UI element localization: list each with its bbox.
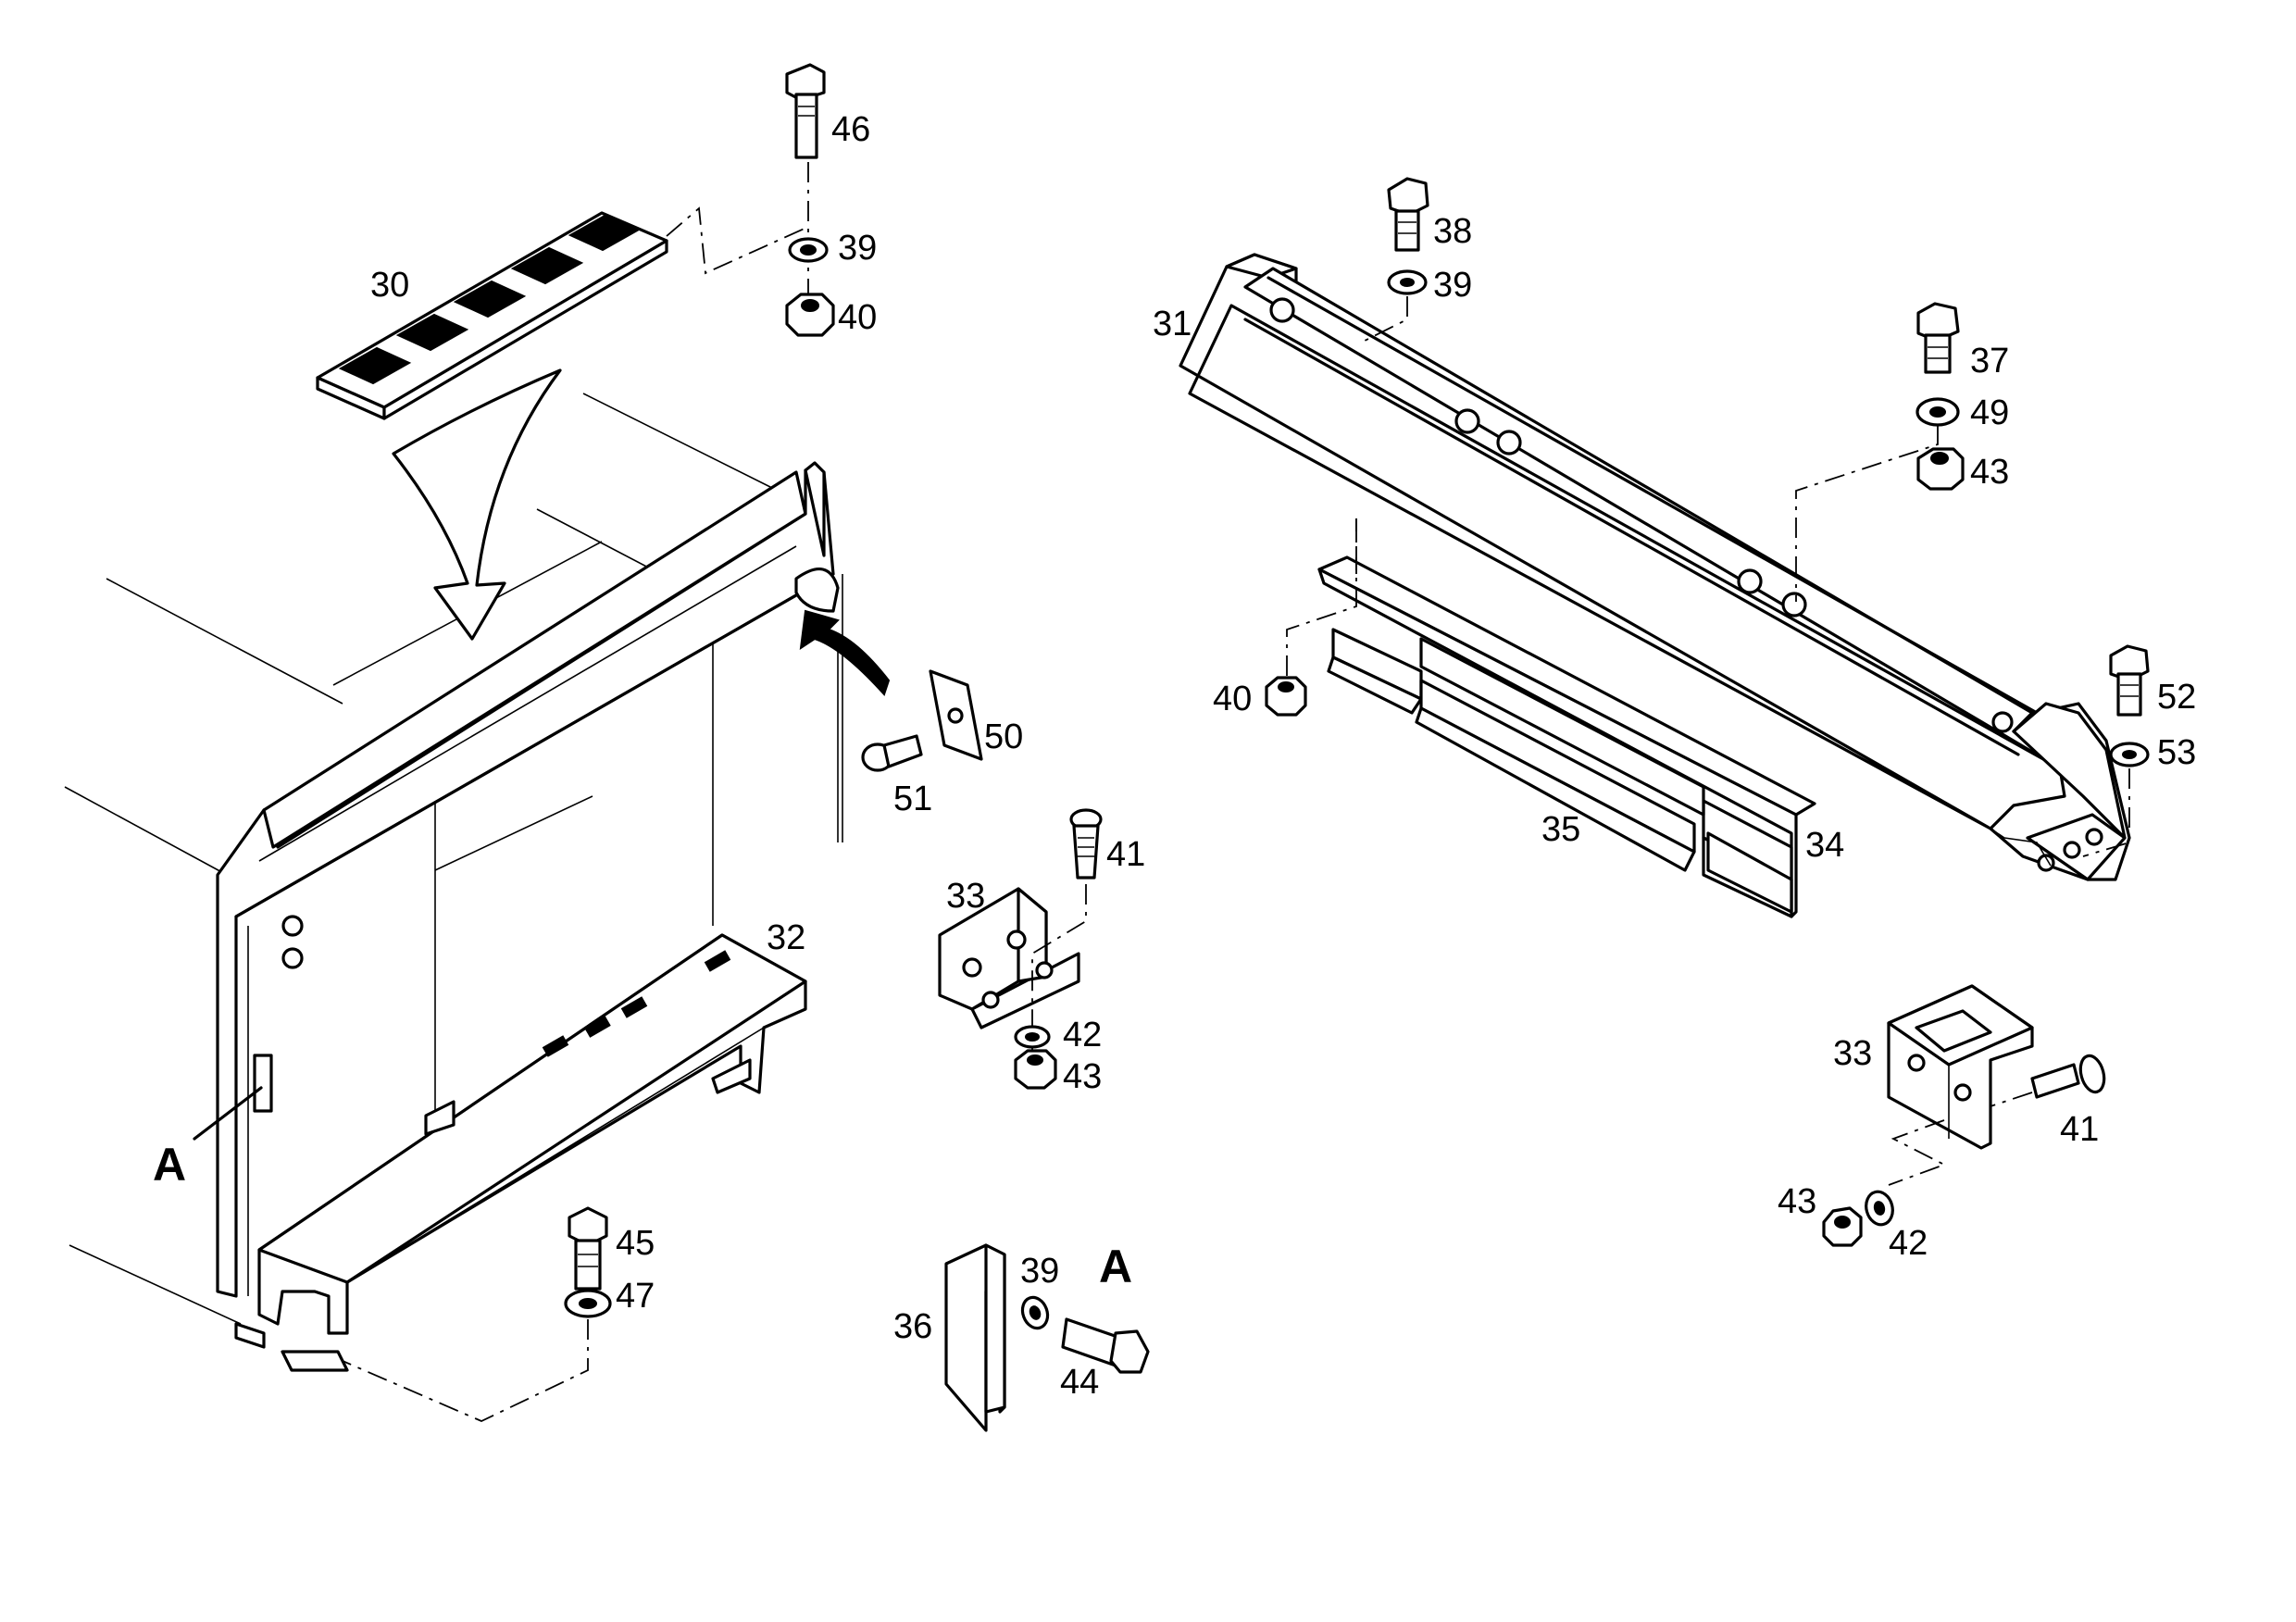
callout-43-right: 43 [1778,1182,1816,1221]
callout-42-right: 42 [1889,1224,1928,1263]
callout-47: 47 [616,1277,655,1316]
callout-31: 31 [1153,305,1192,343]
callout-46: 46 [831,110,870,149]
part-39-washer-top [788,237,829,263]
callout-33-left: 33 [946,877,985,916]
part-39-washer-bottom [1020,1295,1050,1330]
callout-41-right: 41 [2060,1110,2099,1149]
detail-mark-a-bottom: A [1099,1241,1132,1292]
detail-mark-a-left: A [153,1139,186,1191]
callout-39-beam: 39 [1433,266,1472,305]
callout-37: 37 [1970,342,2009,381]
callout-41-left: 41 [1106,835,1145,874]
callout-33-right: 33 [1833,1034,1872,1073]
callout-52: 52 [2157,678,2196,717]
part-41-screw-right [2030,1054,2106,1099]
placement-arrow-icon [392,368,562,641]
callout-32: 32 [767,918,805,957]
callout-43-top: 43 [1970,453,2009,492]
callout-51: 51 [893,780,932,818]
part-52-bolt [2109,644,2150,717]
callout-40-mid: 40 [1213,680,1252,718]
part-49-washer [1915,397,1960,427]
part-43-nut-left [1014,1049,1057,1090]
part-31-top-rail [1179,253,2131,881]
part-47-washer [564,1289,612,1318]
left-side-panel [216,461,843,1298]
callout-44: 44 [1060,1363,1099,1402]
callout-30: 30 [370,266,409,305]
part-53-washer [2109,742,2150,767]
part-39-washer-beam [1387,269,1428,295]
callout-39-top: 39 [838,229,877,268]
part-43-nut-right [1822,1206,1863,1247]
callout-42-left: 42 [1063,1016,1102,1054]
part-50-plate [929,669,983,761]
callout-36: 36 [893,1307,932,1346]
part-32-foot-bracket [234,933,807,1372]
part-46-bolt [785,63,826,159]
part-43-nut-top [1916,447,1965,491]
callout-49: 49 [1970,393,2009,432]
part-51-bolt [861,734,923,772]
part-33-angle-bracket-right [1887,984,2034,1150]
insert-arrow-icon [799,609,891,696]
callout-39-bottom: 39 [1020,1252,1059,1291]
part-45-bolt [568,1206,608,1291]
callout-35: 35 [1541,810,1580,849]
callout-50: 50 [984,717,1023,756]
callout-43-left: 43 [1063,1057,1102,1096]
part-35-strip [1327,628,1793,914]
part-40-nut-top [785,293,835,337]
part-42-washer-right [1865,1190,1894,1227]
part-38-bolt [1387,177,1429,252]
callout-45: 45 [616,1224,655,1263]
callout-34: 34 [1805,826,1844,865]
callout-40-top: 40 [838,298,877,337]
detail-a-leader [193,1086,263,1141]
part-41-screw-left [1069,808,1103,880]
part-44-bolt [1061,1317,1150,1374]
callout-38: 38 [1433,212,1472,251]
part-42-washer-left [1014,1025,1051,1049]
part-33-angle-bracket-left [938,887,1080,1029]
part-37-bolt [1916,302,1960,374]
callout-labels: 30 46 39 40 50 51 41 33 32 42 43 45 47 3… [370,110,2196,1402]
part-40-nut-mid [1265,676,1307,717]
callout-53: 53 [2157,733,2196,772]
part-36-clip [944,1243,1006,1432]
part-30-grip-plate [316,211,668,420]
